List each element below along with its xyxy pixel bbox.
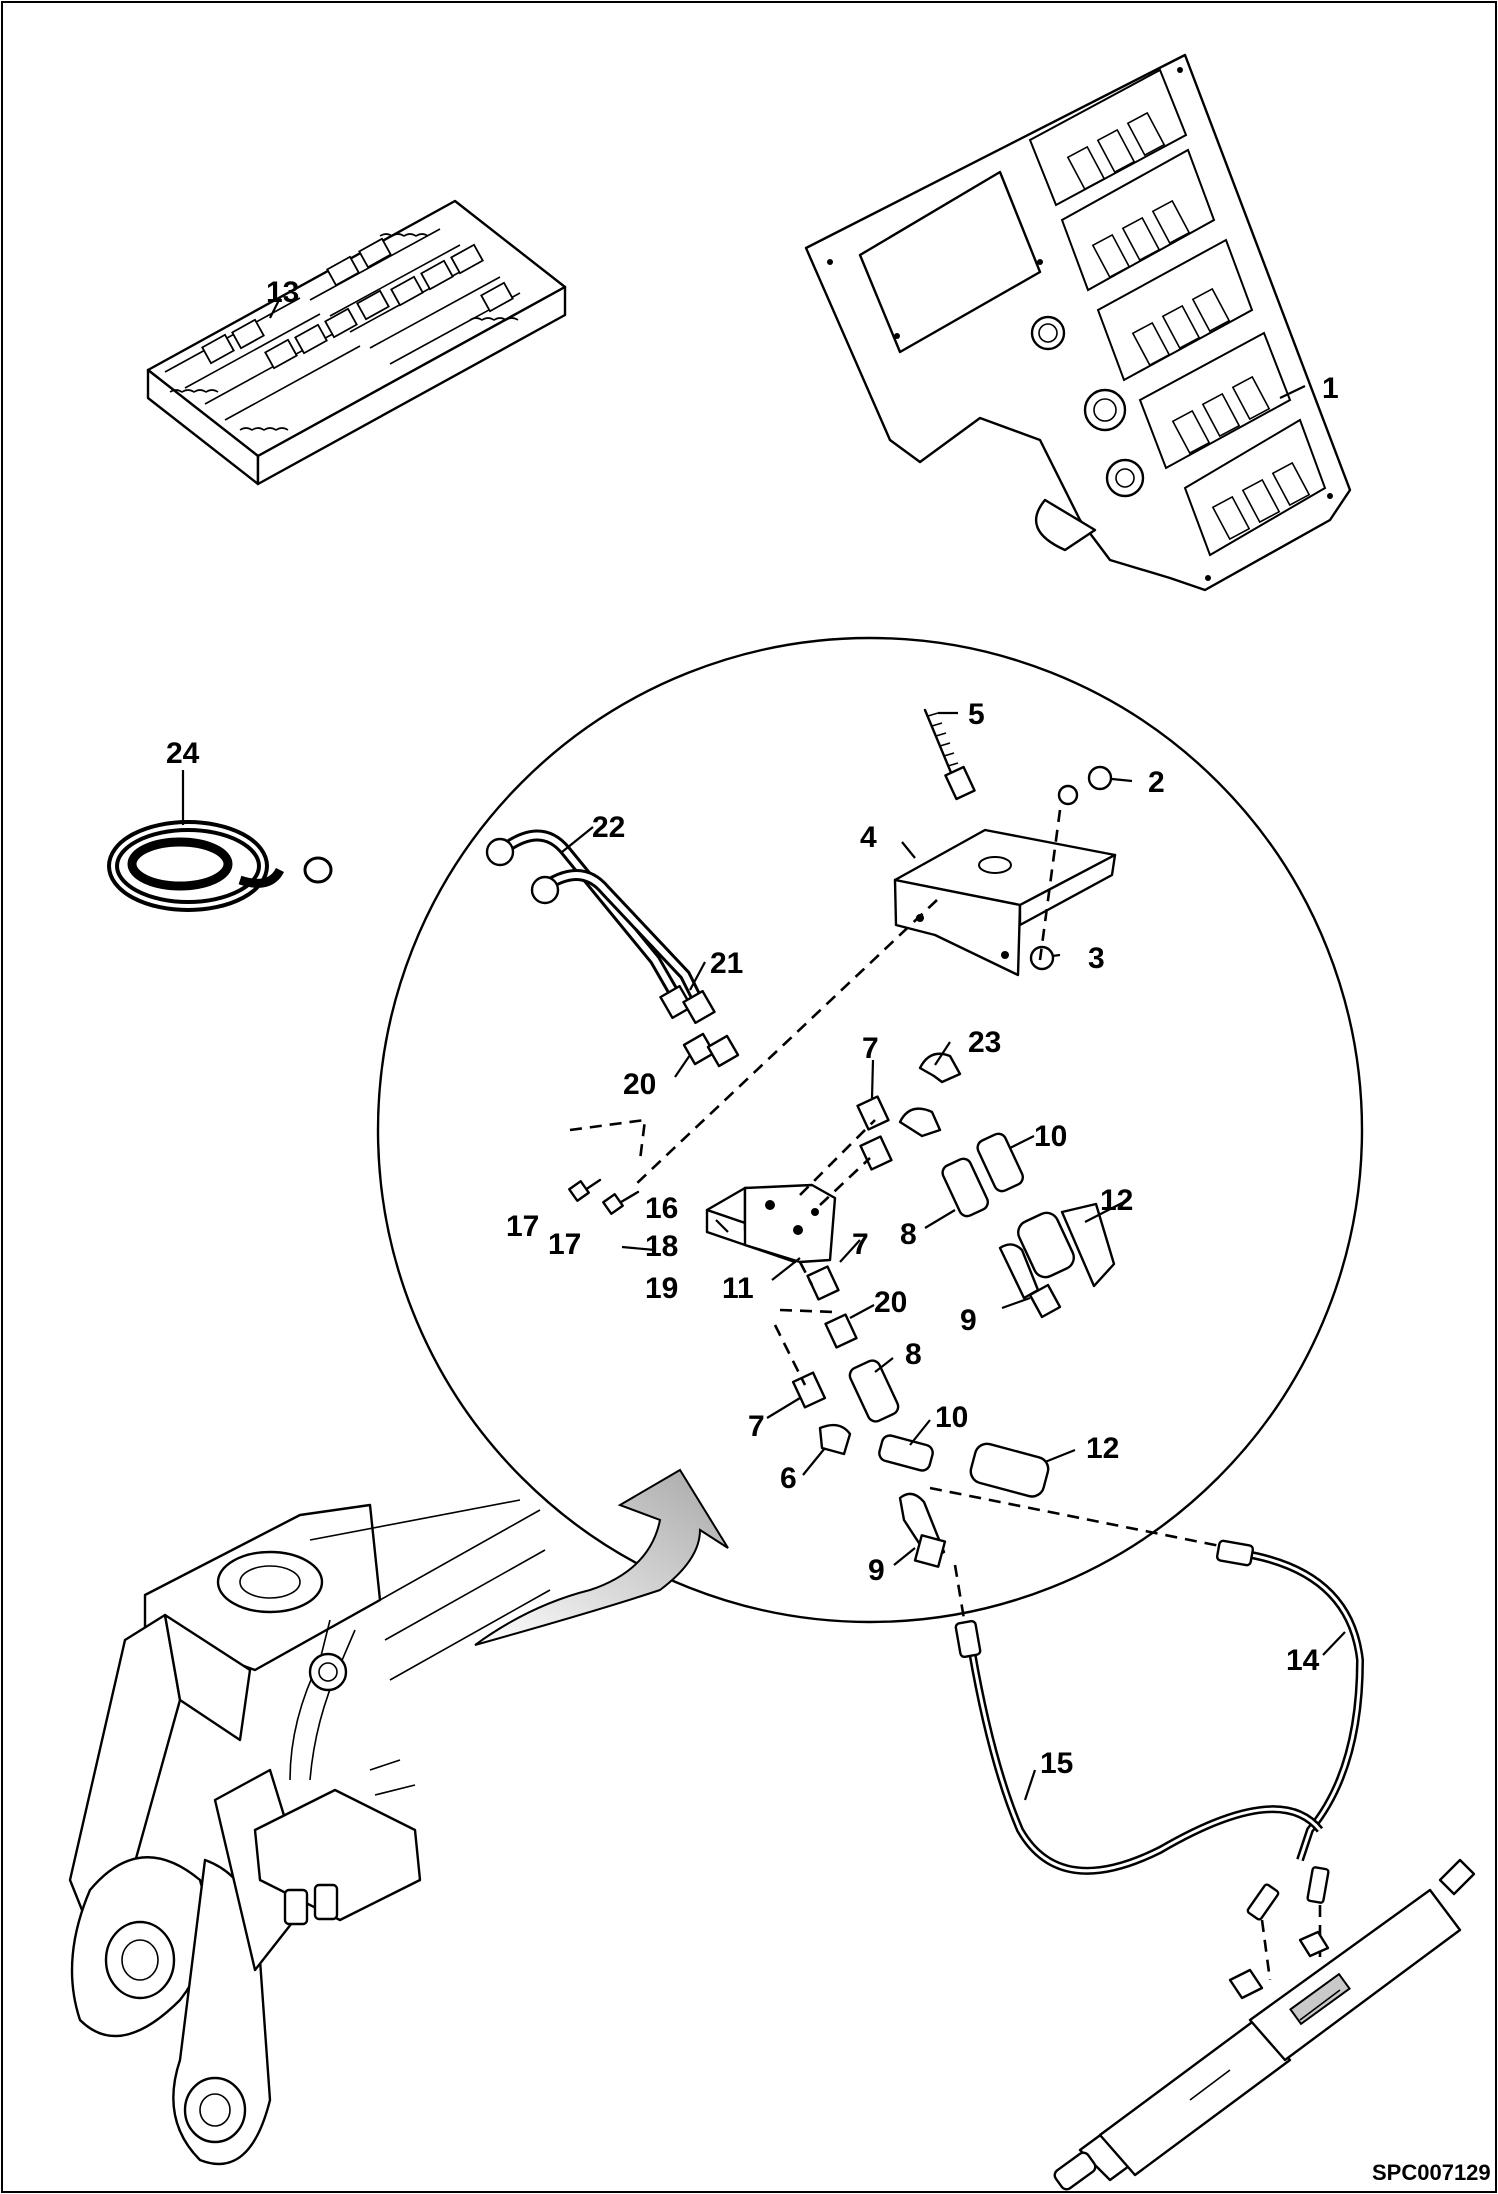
- mounting-bracket: [893, 828, 1117, 977]
- pipes: [485, 829, 716, 1025]
- callout-20b: 20: [874, 1286, 907, 1319]
- callout-15: 15: [1040, 1747, 1073, 1780]
- fittings-upper: [856, 1052, 1116, 1319]
- cylinder: [1053, 1858, 1476, 2191]
- detail-arrow: [474, 1468, 729, 1646]
- hoses: [954, 1539, 1365, 1981]
- washer: [1029, 945, 1055, 971]
- callout-13: 13: [266, 276, 299, 309]
- callout-9a: 9: [960, 1304, 977, 1337]
- callout-9b: 9: [868, 1554, 885, 1587]
- leader-lines: [181, 297, 1346, 1801]
- callout-7a: 7: [862, 1032, 879, 1065]
- callout-10a: 10: [1034, 1120, 1067, 1153]
- callout-12a: 12: [1100, 1184, 1133, 1217]
- callout-24: 24: [166, 737, 200, 770]
- callout-17b: 17: [548, 1228, 581, 1261]
- callout-18: 18: [645, 1230, 678, 1263]
- callout-8b: 8: [905, 1338, 922, 1371]
- callout-14: 14: [1286, 1644, 1320, 1677]
- callout-2: 2: [1148, 766, 1165, 799]
- callout-7c: 7: [748, 1410, 765, 1443]
- callout-23: 23: [968, 1026, 1001, 1059]
- callout-10b: 10: [935, 1401, 968, 1434]
- callout-5: 5: [968, 698, 985, 731]
- callout-17a: 17: [506, 1210, 539, 1243]
- drawing-reference: SPC007129: [1372, 2160, 1491, 2185]
- fittings-lower: [791, 1265, 1050, 1568]
- switch-panel: [804, 53, 1352, 592]
- callout-11: 11: [722, 1272, 754, 1305]
- callout-19: 19: [645, 1272, 678, 1305]
- nut: [1057, 765, 1113, 806]
- callout-16: 16: [645, 1192, 678, 1225]
- callout-6: 6: [780, 1462, 797, 1495]
- adapter-20: [682, 1032, 740, 1068]
- callout-1: 1: [1322, 372, 1339, 405]
- callout-12b: 12: [1086, 1432, 1119, 1465]
- callout-21: 21: [710, 947, 743, 980]
- callout-8a: 8: [900, 1218, 917, 1251]
- callout-4: 4: [860, 821, 877, 854]
- valve-block: [705, 1183, 837, 1264]
- detail-circle: [376, 636, 1364, 1624]
- bolt: [923, 708, 976, 801]
- assembly-lines: [569, 809, 1241, 1626]
- cable-loop: [107, 820, 333, 912]
- callout-3: 3: [1088, 942, 1105, 975]
- relay-fuse-block: [146, 199, 567, 486]
- callout-20a: 20: [623, 1068, 656, 1101]
- callout-7b: 7: [852, 1228, 869, 1261]
- screws: [568, 1178, 640, 1215]
- callout-22: 22: [592, 811, 625, 844]
- loader-arm: [68, 1499, 551, 2166]
